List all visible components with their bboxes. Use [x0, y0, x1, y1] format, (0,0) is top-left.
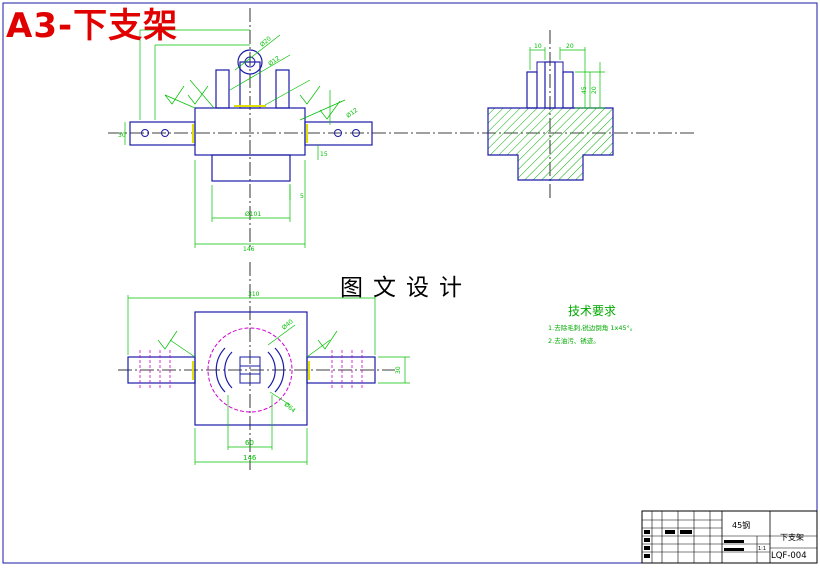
front-dim-overall: 146 — [243, 246, 255, 253]
tech-requirements-heading: 技术要求 — [568, 304, 617, 318]
side-dim-v2: 20 — [591, 86, 598, 94]
title-block — [641, 510, 818, 564]
title-block-scale: 1:1 — [758, 546, 767, 552]
front-dim-right-vert: 15 — [320, 151, 328, 158]
side-dim-v1: 45 — [581, 86, 588, 94]
front-dim-top: Ø20 — [259, 35, 273, 48]
front-dim-right: Ø12 — [345, 107, 359, 120]
top-dim-circle: Ø40 — [281, 318, 295, 331]
title-block-part-name: 下支架 — [780, 533, 804, 542]
top-dim-overall: 310 — [248, 291, 260, 298]
front-dim-top2: Ø12 — [267, 55, 281, 68]
tech-note-1: 1.去除毛刺,锐边倒角 1x45°。 — [548, 324, 637, 332]
side-dim-tl: 10 — [534, 43, 542, 50]
title-block-drawing-no: LQF-004 — [771, 551, 807, 561]
sheet-title: A3-下支架 — [6, 6, 179, 46]
top-dim-right: 30 — [395, 366, 402, 374]
side-dim-tr: 20 — [566, 43, 574, 50]
watermark-text: 图文设计 — [340, 275, 472, 301]
top-dim-circle2: Ø64 — [283, 401, 297, 414]
top-dim-body: 146 — [243, 454, 257, 462]
front-dim-left: 30 — [118, 132, 126, 139]
tech-note-2: 2.去油污、锈迹。 — [548, 337, 600, 345]
top-view: 310 Ø40 Ø64 30 60 146 — [118, 262, 410, 470]
title-block-material: 45钢 — [732, 521, 751, 530]
side-view: 10 20 45 20 — [487, 30, 614, 200]
top-dim-inner: 60 — [245, 439, 254, 447]
front-dim-inner: Ø101 — [245, 211, 261, 218]
front-dim-small: 5 — [300, 193, 304, 200]
